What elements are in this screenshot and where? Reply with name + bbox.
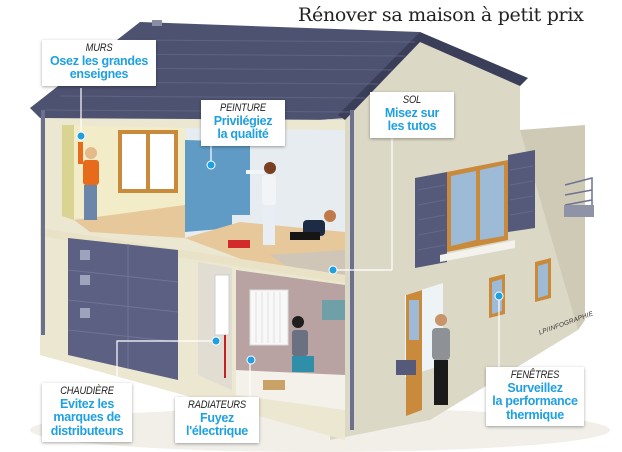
- callout-tip: Osez les grandes enseignes: [49, 53, 149, 82]
- callout-sol: SOL Misez sur les tutos: [370, 92, 454, 138]
- callout-category: SOL: [402, 94, 422, 106]
- callout-tip: Privilégiez la qualité: [213, 113, 273, 142]
- callout-radiateurs: RADIATEURS Fuyez l'électrique: [175, 397, 259, 443]
- shutter-right: [508, 150, 535, 232]
- marker-murs: [76, 131, 86, 141]
- callout-chaudiere: CHAUDIÈRE Evitez les marques de distribu…: [42, 383, 132, 443]
- toolbox-icon: [228, 240, 250, 248]
- toolbag-icon: [263, 380, 285, 390]
- worker-peinture-icon: [246, 162, 276, 245]
- callout-peinture: PEINTURE Privilégiez la qualité: [201, 100, 285, 146]
- worker-murs-icon: [78, 142, 99, 220]
- roof-vent-icon: [152, 20, 162, 26]
- callout-tip: Fuyez l'électrique: [186, 410, 248, 439]
- marker-radiateurs: [246, 355, 256, 365]
- callout-murs: MURS Osez les grandes enseignes: [42, 40, 156, 86]
- boiler-icon: [214, 274, 230, 336]
- marker-fenetres: [494, 291, 504, 301]
- callout-markers: [76, 131, 504, 365]
- visitor-icon: [432, 314, 450, 405]
- mailbox-icon: [396, 360, 416, 375]
- callout-category: RADIATEURS: [188, 399, 246, 411]
- callout-category: PEINTURE: [220, 102, 266, 114]
- callout-fenetres: FENÊTRES Surveillez la performance therm…: [486, 367, 584, 427]
- callout-category: FENÊTRES: [510, 369, 560, 381]
- callout-category: CHAUDIÈRE: [60, 385, 114, 397]
- callout-category: MURS: [85, 42, 113, 54]
- callout-tip: Surveillez la performance thermique: [492, 380, 578, 422]
- painted-wall: [185, 140, 250, 232]
- worker-radiateurs-icon: [292, 316, 314, 372]
- infographic-title: Rénover sa maison à petit prix: [298, 4, 584, 26]
- worker-sol-icon: [290, 210, 336, 240]
- callout-tip: Misez sur les tutos: [384, 105, 440, 134]
- marker-chaudiere: [211, 336, 221, 346]
- marker-sol: [328, 265, 338, 275]
- shutter-left: [415, 172, 447, 268]
- marker-peinture: [206, 160, 216, 170]
- bench-icon: [322, 300, 345, 320]
- callout-tip: Evitez les marques de distributeurs: [50, 396, 124, 438]
